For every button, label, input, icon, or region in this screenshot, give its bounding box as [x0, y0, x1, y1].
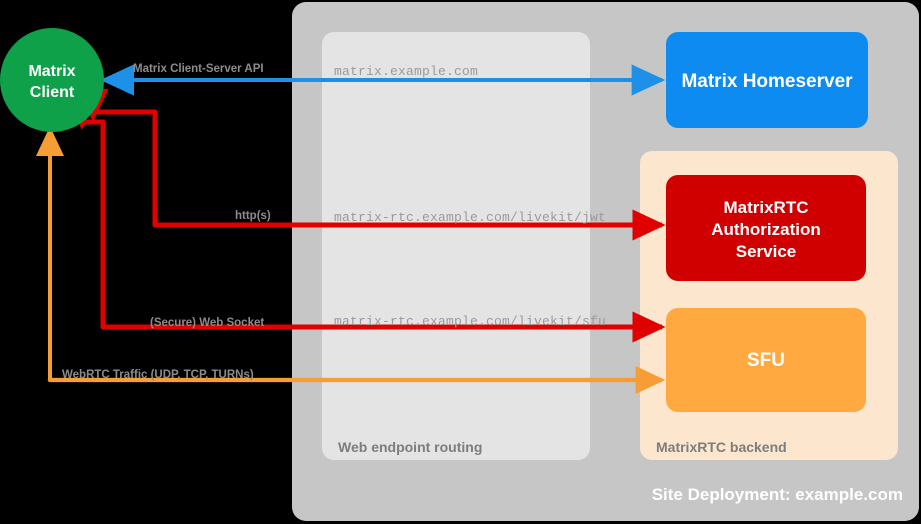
- endpoint-label-livekit-jwt: matrix-rtc.example.com/livekit/jwt: [334, 210, 606, 225]
- site-deployment-label: Site Deployment: example.com: [652, 485, 903, 504]
- protocol-label-livekit-sfu: (Secure) Web Socket: [150, 317, 264, 329]
- node-label-matrix-homeserver: Matrix Homeserver: [681, 71, 853, 92]
- node-label-auth-line3: Service: [736, 242, 797, 261]
- node-sfu[interactable]: SFU: [666, 308, 866, 412]
- node-label-matrix-client-line1: Matrix: [28, 63, 75, 80]
- protocol-label-livekit-jwt: http(s): [235, 210, 271, 222]
- protocol-label-client-server-api: Matrix Client-Server API: [133, 63, 264, 75]
- node-matrix-homeserver[interactable]: Matrix Homeserver: [666, 32, 868, 128]
- connection-labels: Matrix Client-Server API matrix.example.…: [62, 63, 606, 381]
- node-matrix-client[interactable]: Matrix Client: [0, 28, 104, 132]
- endpoint-label-client-server-api: matrix.example.com: [334, 64, 478, 79]
- webrtc-traffic-arrow: [36, 126, 666, 394]
- group-label-web-endpoint-routing: Web endpoint routing: [338, 439, 482, 455]
- group-web-endpoint-routing: Web endpoint routing: [322, 32, 590, 460]
- connection-webrtc-traffic-visible[interactable]: [36, 126, 666, 394]
- node-label-matrix-client-line2: Client: [30, 84, 75, 101]
- endpoint-label-livekit-sfu: matrix-rtc.example.com/livekit/sfu: [334, 314, 606, 329]
- protocol-label-webrtc-traffic: WebRTC Traffic (UDP, TCP, TURNs): [62, 369, 254, 381]
- node-label-sfu: SFU: [747, 350, 785, 371]
- node-label-auth-line1: MatrixRTC: [723, 198, 808, 217]
- group-label-matrixrtc-backend: MatrixRTC backend: [656, 439, 787, 455]
- node-label-auth-line2: Authorization: [711, 220, 821, 239]
- node-matrixrtc-authorization-service[interactable]: MatrixRTC Authorization Service: [666, 175, 866, 281]
